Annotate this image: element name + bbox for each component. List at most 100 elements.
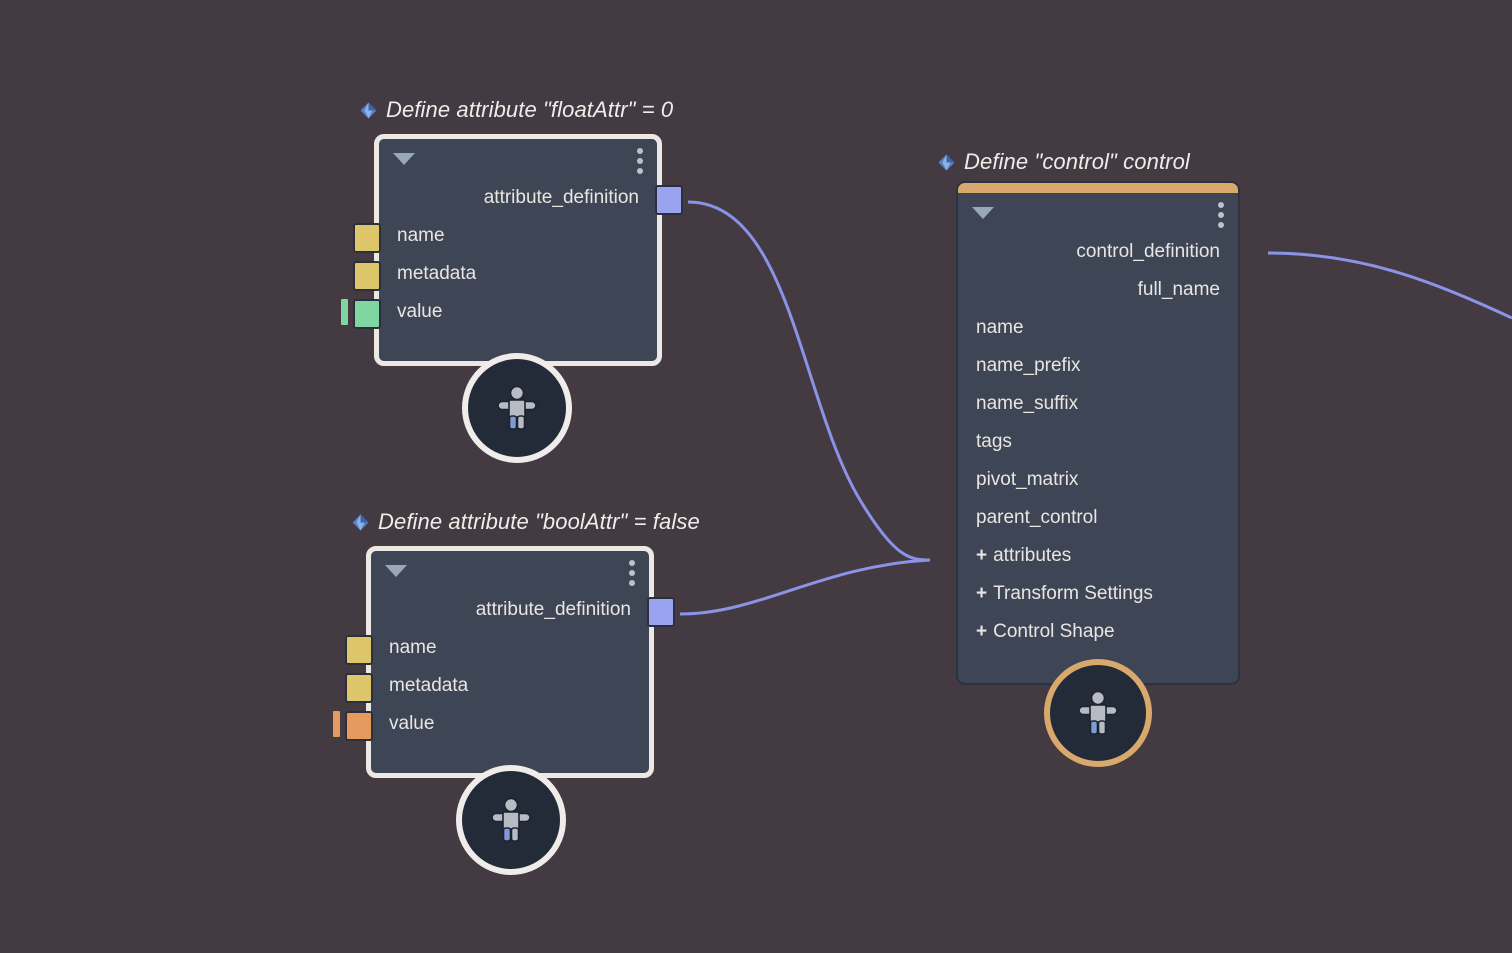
input-port-metadata[interactable]: [353, 261, 381, 291]
input-port-pivot-matrix[interactable]: [956, 467, 958, 497]
kebab-dot: [1218, 202, 1224, 208]
input-row-value[interactable]: value: [333, 705, 649, 743]
node-bool-attr[interactable]: attribute_definition name metadata value: [333, 546, 675, 778]
input-row-control-shape[interactable]: + Control Shape: [958, 613, 1238, 651]
node-control[interactable]: control_definition full_name name name_p…: [956, 181, 1240, 685]
input-port-label: metadata: [389, 675, 469, 696]
expand-plus-icon[interactable]: +: [976, 621, 988, 642]
collapse-triangle-icon[interactable]: [385, 565, 407, 577]
input-row-metadata[interactable]: metadata: [353, 255, 657, 293]
wire-floatattr-to-attributes: [687, 200, 931, 562]
input-row-pivot-matrix[interactable]: pivot_matrix: [958, 461, 1238, 499]
input-port-label: name: [397, 225, 445, 246]
collapse-triangle-icon[interactable]: [393, 153, 415, 165]
node-header-accent-bar: [958, 183, 1238, 193]
input-port-label: name: [389, 637, 437, 658]
input-row-name-suffix[interactable]: name_suffix: [958, 385, 1238, 423]
output-port-label: attribute_definition: [483, 187, 639, 208]
output-row-control-definition[interactable]: control_definition: [958, 233, 1238, 271]
expand-plus-icon[interactable]: +: [976, 545, 988, 566]
expand-plus-icon[interactable]: +: [976, 583, 988, 604]
input-port-name-prefix[interactable]: [956, 353, 958, 383]
gem-diamond-icon: [938, 154, 955, 170]
wire-boolattr-to-attributes: [679, 558, 931, 616]
kebab-menu-icon[interactable]: [629, 560, 635, 586]
output-port-full-name[interactable]: [1238, 277, 1240, 307]
kebab-dot: [1218, 222, 1224, 228]
input-port-metadata[interactable]: [345, 673, 373, 703]
output-row-full-name[interactable]: full_name: [958, 271, 1238, 309]
input-port-label: name: [976, 317, 1024, 338]
input-port-tick-indicator: [333, 711, 340, 737]
input-row-tags[interactable]: tags: [958, 423, 1238, 461]
input-port-name-suffix[interactable]: [956, 391, 958, 421]
output-port-attribute-definition[interactable]: [655, 185, 683, 215]
input-port-label: attributes: [993, 545, 1072, 566]
input-port-label: tags: [976, 431, 1012, 452]
input-port-label: pivot_matrix: [976, 469, 1079, 490]
output-row-attribute-definition[interactable]: attribute_definition: [379, 179, 683, 217]
kebab-dot: [637, 158, 643, 164]
kebab-dot: [629, 570, 635, 576]
gem-diamond-icon: [352, 514, 369, 530]
input-port-tags[interactable]: [956, 429, 958, 459]
input-port-name[interactable]: [956, 315, 958, 345]
kebab-menu-icon[interactable]: [637, 148, 643, 174]
input-row-value[interactable]: value: [341, 293, 657, 331]
kebab-dot: [629, 560, 635, 566]
input-row-metadata[interactable]: metadata: [345, 667, 649, 705]
node-title-float-attr: Define attribute "floatAttr" = 0: [360, 97, 673, 123]
input-port-name[interactable]: [353, 223, 381, 253]
person-icon: [497, 385, 537, 430]
node-title-bool-attr: Define attribute "boolAttr" = false: [352, 509, 700, 535]
node-title-label: Define "control" control: [964, 149, 1190, 174]
output-row-attribute-definition[interactable]: attribute_definition: [371, 591, 675, 629]
node-title-label: Define attribute "floatAttr" = 0: [386, 97, 674, 122]
input-row-name[interactable]: name: [958, 309, 1238, 347]
kebab-menu-icon[interactable]: [1218, 202, 1224, 228]
wire-controldefinition-to-offscreen: [1267, 251, 1512, 320]
person-icon: [491, 797, 531, 842]
avatar-badge-control[interactable]: [1044, 659, 1152, 767]
input-port-tick-indicator: [341, 299, 348, 325]
gem-diamond-icon: [360, 102, 377, 118]
output-port-label: control_definition: [1076, 241, 1220, 262]
output-port-label: full_name: [1137, 279, 1220, 300]
input-port-label: metadata: [397, 263, 477, 284]
kebab-dot: [637, 168, 643, 174]
input-row-name[interactable]: name: [353, 217, 657, 255]
input-port-label: name_suffix: [976, 393, 1079, 414]
kebab-dot: [1218, 212, 1224, 218]
input-port-label: value: [397, 301, 443, 322]
kebab-dot: [637, 148, 643, 154]
person-icon: [1078, 690, 1118, 735]
input-port-value[interactable]: [353, 299, 381, 329]
kebab-dot: [629, 580, 635, 586]
node-float-attr[interactable]: attribute_definition name metadata value: [341, 134, 683, 366]
node-header-bool-attr: [371, 551, 649, 591]
input-port-label: parent_control: [976, 507, 1098, 528]
output-port-label: attribute_definition: [475, 599, 631, 620]
input-row-name[interactable]: name: [345, 629, 649, 667]
output-port-control-definition[interactable]: [1238, 239, 1240, 269]
output-port-attribute-definition[interactable]: [647, 597, 675, 627]
node-title-label: Define attribute "boolAttr" = false: [378, 509, 700, 534]
input-group-label: Transform Settings: [993, 583, 1153, 604]
input-port-parent-control[interactable]: [956, 505, 958, 535]
input-row-parent-control[interactable]: parent_control: [958, 499, 1238, 537]
avatar-badge-bool-attr[interactable]: [456, 765, 566, 875]
node-title-control: Define "control" control: [938, 149, 1190, 175]
collapse-triangle-icon[interactable]: [972, 207, 994, 219]
input-port-name[interactable]: [345, 635, 373, 665]
input-row-attributes[interactable]: + attributes: [958, 537, 1238, 575]
input-port-value[interactable]: [345, 711, 373, 741]
avatar-badge-float-attr[interactable]: [462, 353, 572, 463]
input-port-label: value: [389, 713, 435, 734]
input-port-label: name_prefix: [976, 355, 1081, 376]
input-row-name-prefix[interactable]: name_prefix: [958, 347, 1238, 385]
node-header-float-attr: [379, 139, 657, 179]
input-row-transform-settings[interactable]: + Transform Settings: [958, 575, 1238, 613]
node-header-control: [958, 193, 1238, 233]
